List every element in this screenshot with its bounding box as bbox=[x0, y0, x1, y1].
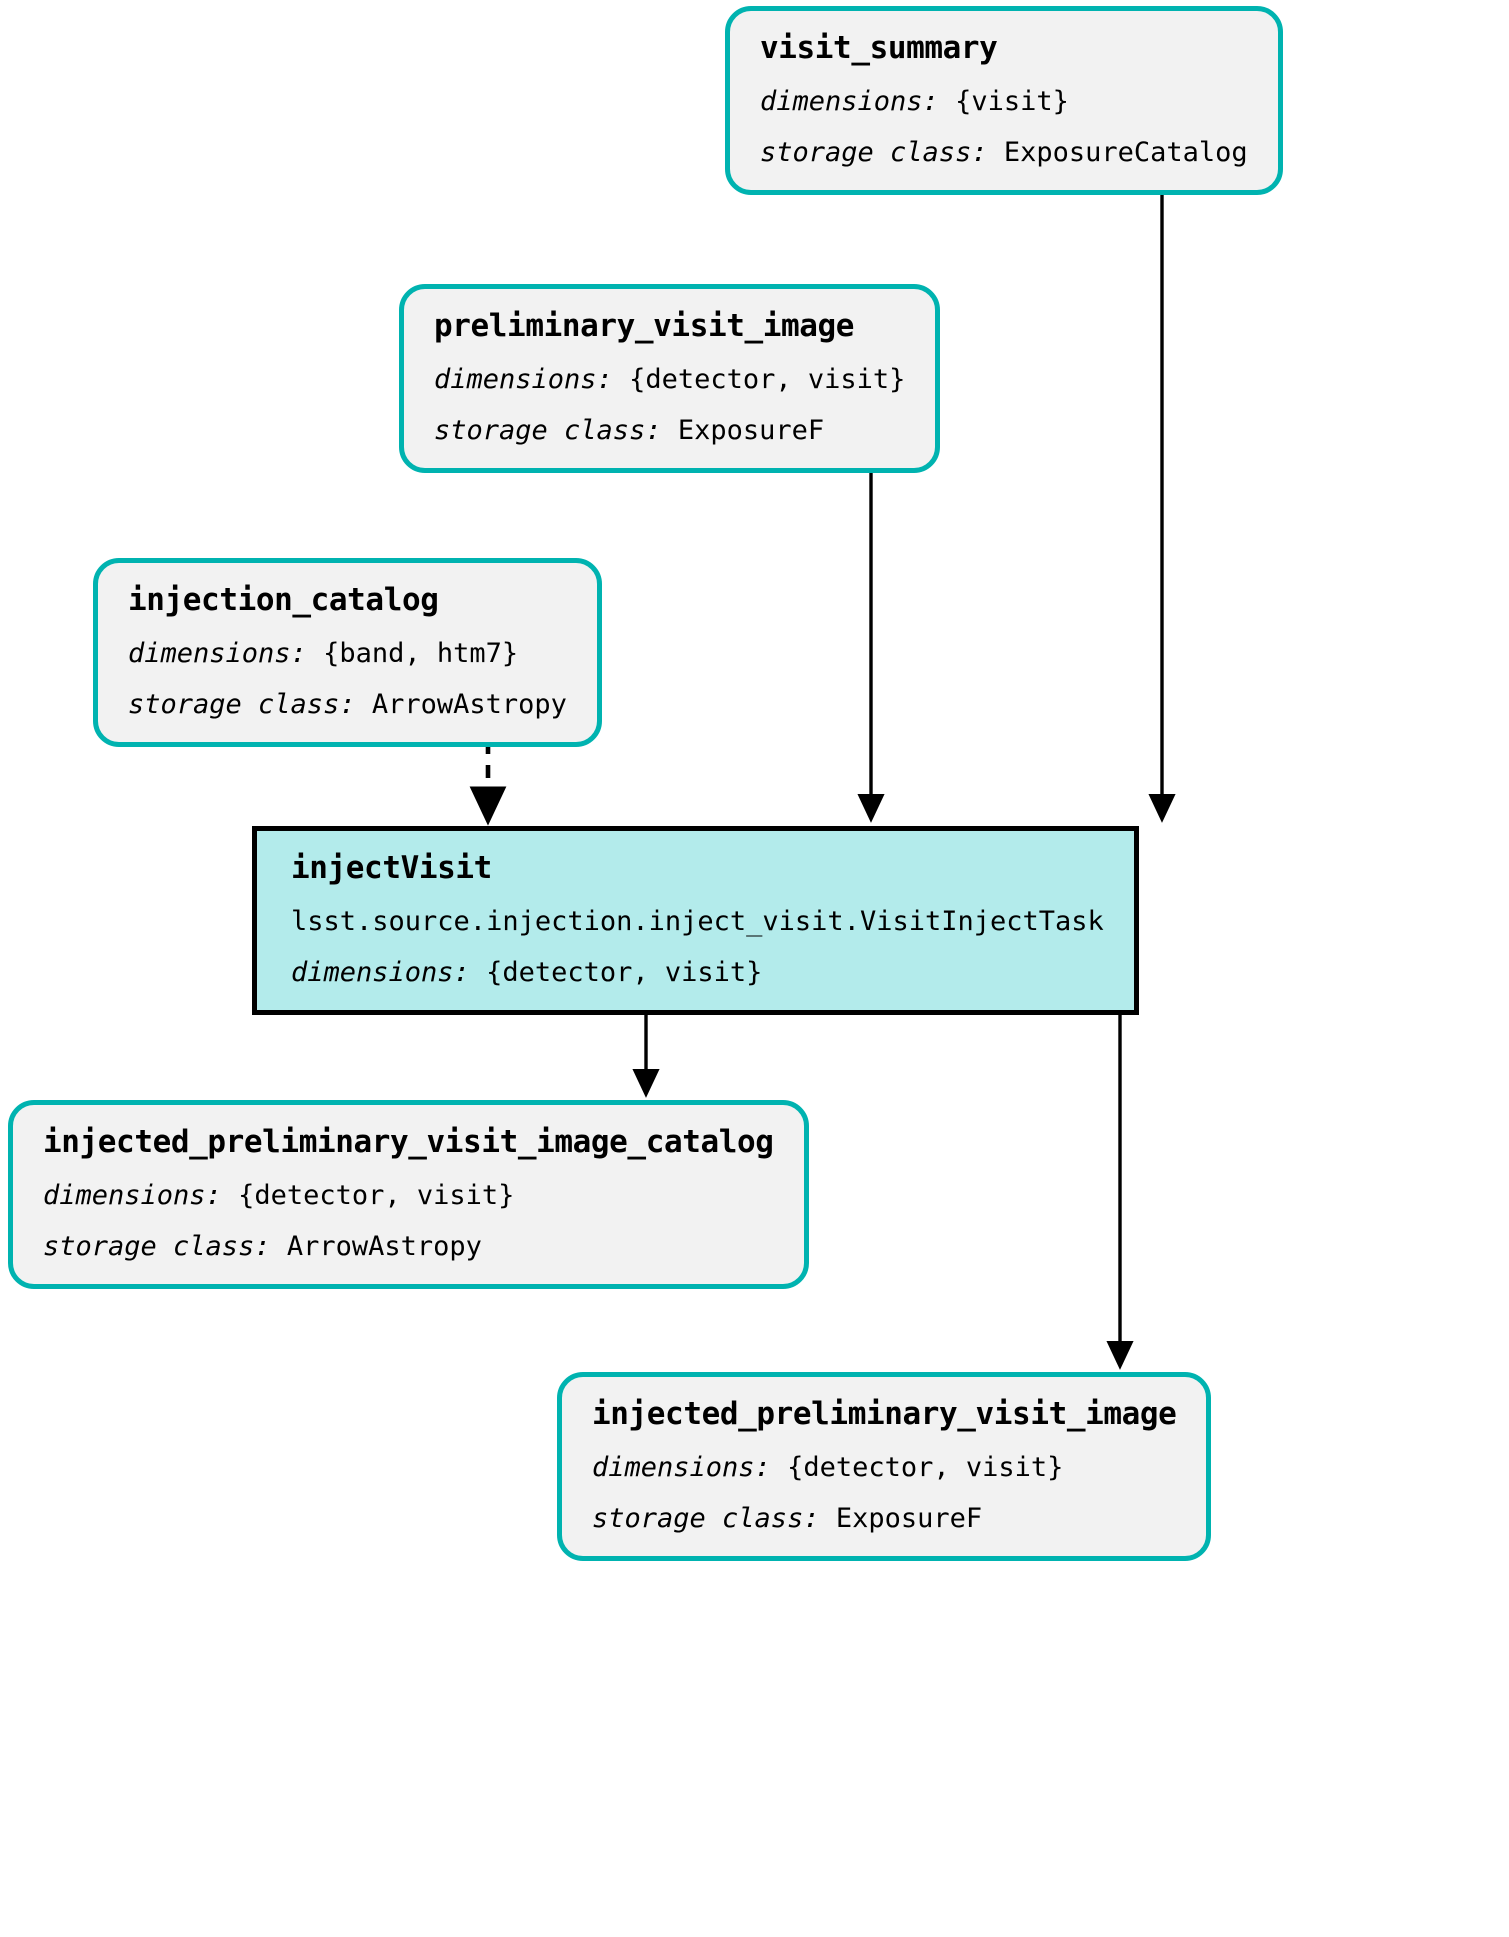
node-title: injectVisit bbox=[291, 850, 492, 886]
dimensions-value: {visit} bbox=[955, 85, 1069, 117]
dimensions-label: dimensions: bbox=[291, 956, 487, 988]
node-storage-class-line: storage class: ExposureF bbox=[592, 1501, 1176, 1536]
storage-class-value: ExposureF bbox=[677, 414, 825, 446]
dimensions-label: dimensions: bbox=[760, 85, 956, 117]
dimensions-value: {band, htm7} bbox=[323, 637, 519, 669]
node-dimensions-line: dimensions: {detector, visit} bbox=[434, 362, 905, 397]
node-storage-class-line: storage class: ExposureF bbox=[434, 413, 905, 448]
dataset-node-preliminary-visit-image[interactable]: preliminary_visit_image dimensions: {det… bbox=[399, 284, 941, 473]
dimensions-value: {detector, visit} bbox=[238, 1179, 515, 1211]
dataset-node-visit-summary[interactable]: visit_summary dimensions: {visit} storag… bbox=[725, 6, 1283, 195]
storage-class-value: ExposureF bbox=[835, 1502, 983, 1534]
node-storage-class-line: storage class: ArrowAstropy bbox=[43, 1229, 774, 1264]
node-dimensions-line: dimensions: {detector, visit} bbox=[43, 1178, 774, 1213]
dataset-node-injection-catalog[interactable]: injection_catalog dimensions: {band, htm… bbox=[93, 558, 602, 747]
dimensions-value: {detector, visit} bbox=[629, 363, 906, 395]
node-title: preliminary_visit_image bbox=[434, 308, 855, 344]
dimensions-label: dimensions: bbox=[128, 637, 324, 669]
storage-class-value: ExposureCatalog bbox=[1003, 136, 1248, 168]
storage-class-label: storage class: bbox=[434, 414, 678, 446]
node-storage-class-line: storage class: ArrowAstropy bbox=[128, 687, 567, 722]
node-title: injected_preliminary_visit_image_catalog bbox=[43, 1124, 774, 1160]
storage-class-label: storage class: bbox=[128, 688, 372, 720]
dimensions-label: dimensions: bbox=[434, 363, 630, 395]
node-title: visit_summary bbox=[760, 30, 998, 66]
node-dimensions-line: dimensions: {detector, visit} bbox=[291, 955, 1104, 990]
storage-class-label: storage class: bbox=[43, 1230, 287, 1262]
dimensions-value: {detector, visit} bbox=[486, 956, 763, 988]
node-dimensions-line: dimensions: {detector, visit} bbox=[592, 1450, 1176, 1485]
dataset-node-injected-preliminary-visit-image[interactable]: injected_preliminary_visit_image dimensi… bbox=[557, 1372, 1212, 1561]
node-dimensions-line: dimensions: {visit} bbox=[760, 84, 1248, 119]
storage-class-value: ArrowAstropy bbox=[371, 688, 567, 720]
dataset-node-injected-preliminary-visit-image-catalog[interactable]: injected_preliminary_visit_image_catalog… bbox=[8, 1100, 809, 1289]
node-storage-class-line: storage class: ExposureCatalog bbox=[760, 135, 1248, 170]
dimensions-label: dimensions: bbox=[592, 1451, 788, 1483]
dimensions-value: {detector, visit} bbox=[787, 1451, 1064, 1483]
task-node-inject-visit[interactable]: injectVisit lsst.source.injection.inject… bbox=[252, 826, 1139, 1015]
storage-class-label: storage class: bbox=[592, 1502, 836, 1534]
node-title: injected_preliminary_visit_image bbox=[592, 1396, 1177, 1432]
node-title: injection_catalog bbox=[128, 582, 439, 618]
dimensions-label: dimensions: bbox=[43, 1179, 239, 1211]
storage-class-label: storage class: bbox=[760, 136, 1004, 168]
node-class-path: lsst.source.injection.inject_visit.Visit… bbox=[291, 905, 1104, 937]
storage-class-value: ArrowAstropy bbox=[286, 1230, 482, 1262]
node-dimensions-line: dimensions: {band, htm7} bbox=[128, 636, 567, 671]
